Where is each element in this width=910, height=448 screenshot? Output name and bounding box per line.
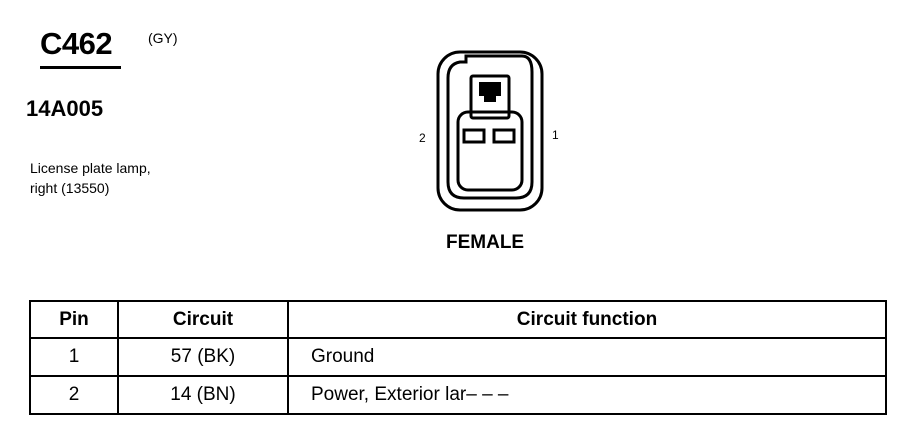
connector-gender-label: FEMALE — [446, 232, 525, 253]
circuit-function-cell: Ground — [287, 337, 887, 377]
header-pin: Pin — [29, 300, 119, 339]
pin-label-1: 1 — [552, 128, 559, 142]
pin-cavity-2 — [462, 128, 486, 144]
table-row: 1 57 (BK) Ground — [29, 337, 887, 377]
connector-id-underline — [40, 66, 121, 69]
connector-description-line2: right (13550) — [30, 180, 110, 196]
pin-cavity-1 — [492, 128, 516, 144]
table-row: 2 14 (BN) Power, Exterior lar‒ ‒ ‒ — [29, 375, 887, 415]
pin-table: Pin Circuit Circuit function 1 57 (BK) G… — [29, 300, 887, 415]
header-circuit-function: Circuit function — [287, 300, 887, 339]
header-circuit: Circuit — [117, 300, 289, 339]
connector-face-drawing — [436, 50, 544, 212]
connector-id: C462 — [40, 26, 113, 61]
pin-cell: 2 — [29, 375, 119, 415]
circuit-cell: 14 (BN) — [117, 375, 289, 415]
pin-label-2: 2 — [419, 131, 426, 145]
part-number: 14A005 — [26, 96, 104, 121]
table-header-row: Pin Circuit Circuit function — [29, 300, 887, 339]
pin-cell: 1 — [29, 337, 119, 377]
circuit-function-cell: Power, Exterior lar‒ ‒ ‒ — [287, 375, 887, 415]
connector-description-line1: License plate lamp, — [30, 160, 151, 176]
connector-color: (GY) — [148, 30, 178, 46]
circuit-cell: 57 (BK) — [117, 337, 289, 377]
